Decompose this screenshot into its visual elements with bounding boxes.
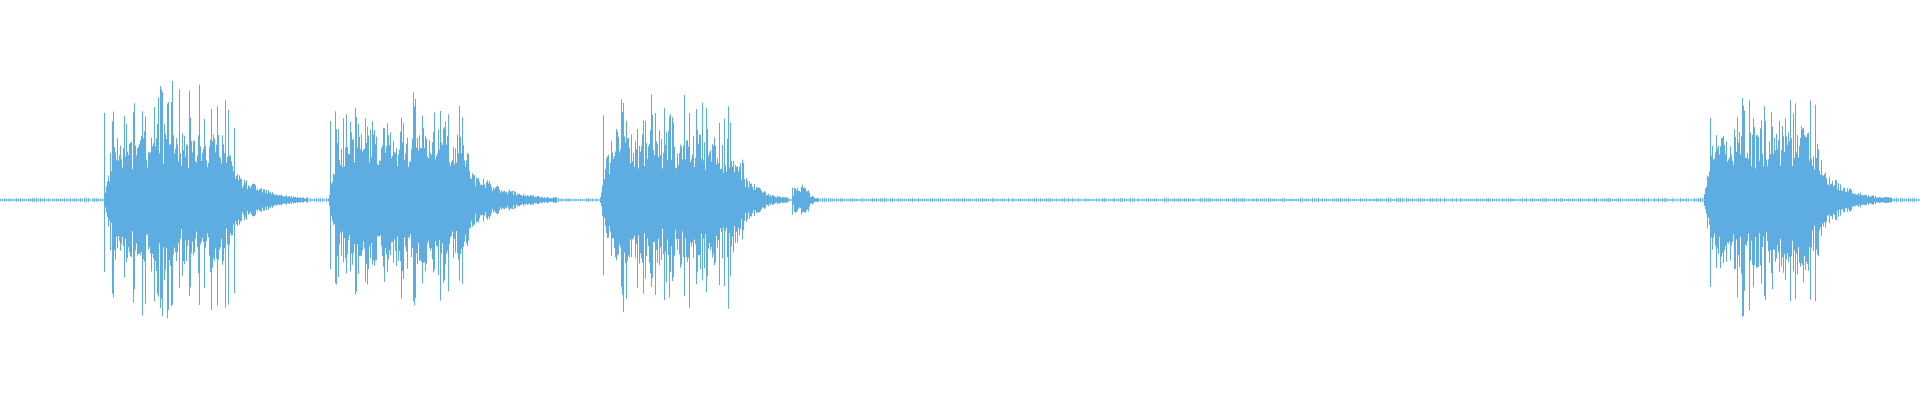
waveform-trace <box>0 80 1919 319</box>
waveform-burst-5 <box>1704 98 1892 317</box>
waveform-burst-4 <box>792 184 818 215</box>
waveform-burst-3 <box>600 94 788 313</box>
waveform-burst-1 <box>104 80 308 319</box>
waveform-burst-2 <box>329 92 557 306</box>
